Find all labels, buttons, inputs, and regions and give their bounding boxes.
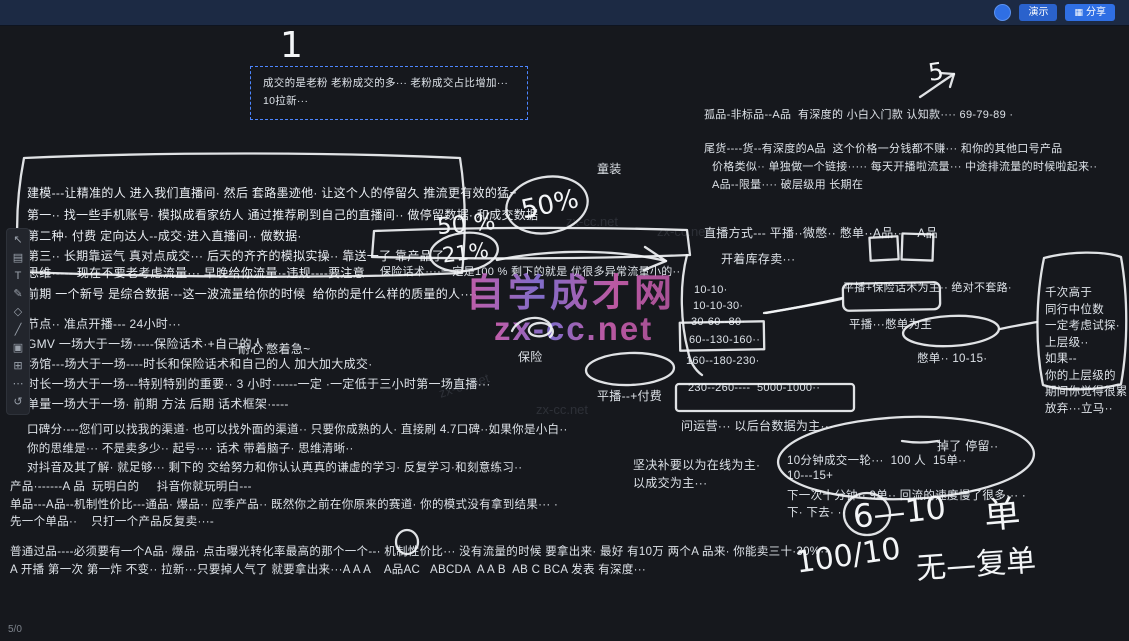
note-line[interactable]: 10---15+	[787, 470, 834, 482]
note-line[interactable]: 单量一场大于一场· 前期 方法 后期 话术框架·----	[27, 397, 289, 411]
note-line[interactable]: A 开播 第一次 第一炸 不变·· 拉新···只要掉人气了 就要拿出来···A …	[10, 564, 647, 576]
note-line[interactable]: 价格类似·· 单独做一个链接····· 每天开播啦流量··· 中途排流量的时候啦…	[712, 161, 1098, 173]
note-number[interactable]: 5000-1000··	[757, 382, 821, 394]
note-line[interactable]: 普通过品----必须要有一个A品· 爆品· 点击曝光转化率最高的那个一个--· …	[10, 546, 829, 558]
table-tool-icon[interactable]: ⊞	[13, 360, 23, 372]
note-line[interactable]: 时长一场大于一场---特别特别的重要·· 3 小时·-----一定 ·一定低于三…	[27, 377, 491, 391]
note-line[interactable]: 同行中位数	[1045, 304, 1104, 316]
note-line[interactable]: GMV 一场大于一场·----保险话术·+自己的人·	[27, 337, 269, 351]
note-line[interactable]: 对抖音及其了解· 就足够··· 剩下的 交给努力和你认认真真的谦虚的学习· 反复…	[27, 462, 523, 474]
left-toolbar: ↖ ▤ T ✎ ◇ ╱ ▣ ⊞ ⋯ ↺	[6, 228, 30, 415]
note-tongzhuang[interactable]: 童装	[597, 162, 622, 176]
note-line[interactable]: 思维·---- 现在不要老考虑流量··· 早晚给你流量·-违规----要注意	[27, 266, 366, 280]
note-line[interactable]: 以成交为主···	[633, 476, 708, 490]
whiteboard-canvas[interactable]: 成交的是老粉 老粉成交的多··· 老粉成交占比增加··· 10拉新··· 童装 …	[0, 26, 1129, 641]
watermark-site: zx-cc.net	[494, 310, 654, 347]
note-line[interactable]: 第一·· 找一些手机账号· 模拟成看家纺人 通过推荐刷到自己的直播间·· 做停留…	[27, 208, 539, 222]
note-line[interactable]: 产品·------A 品 玩明白的 抖音你就玩明白---	[10, 481, 252, 493]
note-number[interactable]: 30-60--80·	[691, 316, 746, 328]
note-line[interactable]: 10分钟成交一轮··· 100 人 15单··	[787, 455, 967, 467]
note-line[interactable]: 期间你觉得很累·	[1045, 386, 1129, 398]
note-line[interactable]: 第三·· 长期靠运气 真对点成交··· 后天的齐齐的模拟实操·· 靠送一了 靠产…	[27, 249, 445, 263]
note-line[interactable]: 如果--	[1045, 353, 1077, 365]
presentation-button-label: 演示	[1028, 7, 1049, 18]
topbar: 演示 ▦ 分享	[0, 0, 1129, 26]
note-baoxian[interactable]: 保险	[518, 350, 543, 364]
note-pingbo-baoxian[interactable]: 平播+保险话术为主·· 绝对不套路·	[843, 282, 1012, 294]
selected-note[interactable]: 成交的是老粉 老粉成交的多··· 老粉成交占比增加··· 10拉新···	[250, 66, 528, 120]
user-avatar[interactable]	[994, 4, 1012, 21]
note-line[interactable]: 孤品-非标品--A品 有深度的 小白入门款 认知款···· 69-79-89 ·	[704, 109, 1014, 121]
watermark-small: zx-cc.net	[566, 214, 619, 229]
watermark-small: zx-cc.net	[657, 224, 710, 239]
text-tool-icon[interactable]: T	[14, 270, 22, 282]
note-kucun[interactable]: 开着库存卖···	[721, 252, 796, 266]
note-diaole[interactable]: 掉了 停留··	[937, 439, 999, 453]
note-number[interactable]: 10-10-30·	[693, 300, 744, 312]
presentation-button[interactable]: 演示	[1019, 4, 1058, 21]
note-number[interactable]: 10-10·	[694, 284, 728, 296]
note-line[interactable]: 你的思维是··· 不是卖多少·· 起号···· 话术 带着脑子· 思维清晰··	[27, 443, 354, 455]
note-line[interactable]: 下一次十分钟·· 9单·· 回流的速度慢了很多··· ·	[787, 490, 1027, 502]
note-number[interactable]: 60--130-160··	[689, 334, 761, 346]
note-line[interactable]: 成交的是老粉 老粉成交的多··· 老粉成交占比增加···	[263, 77, 509, 89]
note-line[interactable]: 你的上层级的	[1045, 370, 1116, 382]
shape-tool-icon[interactable]: ◇	[13, 306, 23, 318]
note-pingbo-biedan[interactable]: 平播···憋单为主	[849, 319, 933, 331]
note-wenyunying[interactable]: 问运营··· 以后台数据为主···	[681, 419, 834, 433]
share-button-label: 分享	[1086, 7, 1106, 18]
note-naixin[interactable]: 耐心 憋着急~	[238, 342, 311, 356]
note-line[interactable]: 口碑分·---您们可以找我的渠道· 也可以找外面的渠道·· 只要你成熟的人· 直…	[27, 424, 568, 436]
note-number[interactable]: 230--260----	[688, 382, 751, 394]
note-line[interactable]: 10拉新···	[263, 95, 309, 107]
select-tool-icon[interactable]: ↖	[13, 234, 23, 246]
note-line[interactable]: 先一个单品·· 只打一个产品反复卖···-	[10, 516, 214, 528]
share-icon: ▦	[1074, 7, 1083, 17]
note-number[interactable]: 160--180-230·	[686, 355, 760, 367]
watermark-title: 自学成才网	[466, 262, 676, 317]
note-biedan-1015[interactable]: 憋单·· 10-15·	[917, 353, 988, 365]
note-line[interactable]: 千次高于	[1045, 287, 1093, 299]
connector-tool-icon[interactable]: ╱	[14, 324, 22, 336]
note-line[interactable]: 下· 下去· ··	[787, 507, 846, 519]
note-line[interactable]: A品--限量···· 破层级用 长期在	[712, 179, 864, 191]
more-tools-icon[interactable]: ⋯	[12, 378, 24, 390]
pen-tool-icon[interactable]: ✎	[13, 288, 23, 300]
note-line[interactable]: 坚决补要以为在线为主·	[633, 458, 761, 472]
note-line[interactable]: 节点·· 准点开播--- 24小时···	[27, 317, 181, 331]
note-pingbo-fufei[interactable]: 平播--+付费	[597, 389, 663, 403]
undo-icon[interactable]: ↺	[13, 396, 23, 408]
note-line[interactable]: 前期 一个新号 是综合数据·--这一波流量给你的时候 给你的是什么样的质量的人·…	[27, 287, 478, 301]
note-line[interactable]: 场馆---场大于一场----时长和保险话术和自己的人 加大加大成交·	[27, 357, 373, 371]
note-line[interactable]: 放弃···立马··	[1045, 403, 1113, 415]
note-line[interactable]: 尾货----货--有深度的A品 这个价格一分钱都不赚··· 和你的其他口号产品	[704, 143, 1063, 155]
note-line[interactable]: 单品---A品--机制性价比---通品· 爆品·· 应季产品·· 既然你之前在你…	[10, 499, 559, 511]
page-indicator: 5/0	[8, 624, 22, 635]
share-button[interactable]: ▦ 分享	[1065, 4, 1115, 21]
sticky-note-tool-icon[interactable]: ▤	[12, 252, 24, 264]
note-line[interactable]: 第二种· 付费 定向达人--成交·进入直播间·· 做数据·	[27, 229, 302, 243]
watermark-small: zx-cc.net	[536, 402, 589, 417]
note-line[interactable]: 建模---让精准的人 进入我们直播间· 然后 套路墨迹他· 让这个人的停留久 推…	[27, 186, 517, 200]
image-tool-icon[interactable]: ▣	[12, 342, 24, 354]
note-line[interactable]: 上层级··	[1045, 337, 1089, 349]
note-line[interactable]: 一定考虑试探·	[1045, 320, 1120, 332]
note-zhibo[interactable]: 直播方式--- 平播··微憋·· 憋单··A品··· A品	[704, 226, 938, 240]
